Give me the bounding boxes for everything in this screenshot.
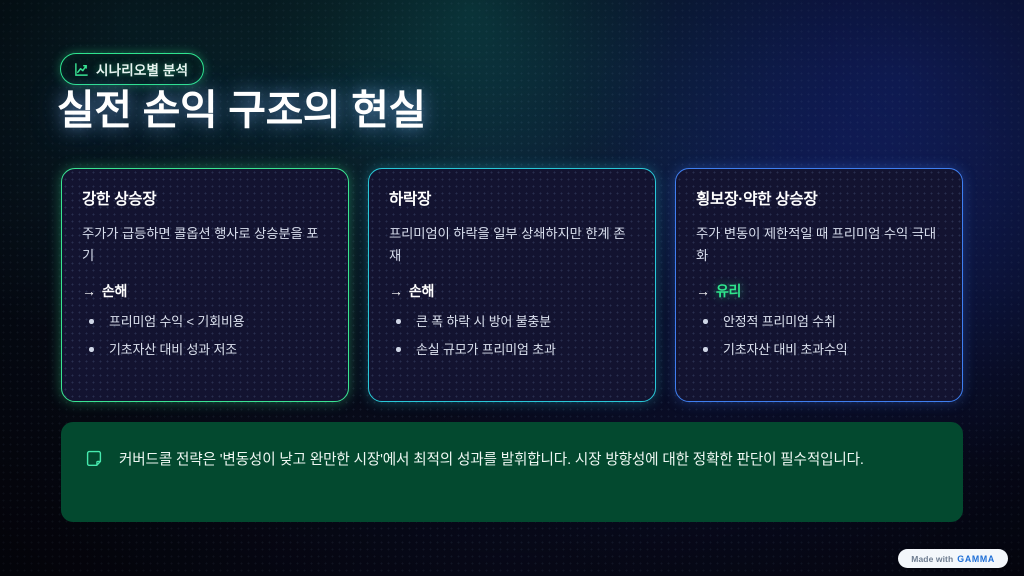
list-item: 손실 규모가 프리미엄 초과 [389, 340, 635, 359]
card-verdict-label: 손해 [408, 283, 435, 300]
card-verdict: → 손해 [389, 281, 635, 301]
list-item: 기초자산 대비 초과수익 [696, 340, 942, 359]
card-points: 프리미엄 수익 < 기회비용 기초자산 대비 성과 저조 [82, 312, 328, 360]
summary-banner-text: 커버드콜 전략은 '변동성이 낮고 완만한 시장'에서 최적의 성과를 발휘합니… [119, 452, 864, 468]
card-title: 횡보장·약한 상승장 [696, 191, 818, 208]
scenario-cards: 강한 상승장 주가가 급등하면 콜옵션 행사로 상승분을 포기 → 손해 프리미… [61, 168, 963, 402]
scenario-card-bull[interactable]: 강한 상승장 주가가 급등하면 콜옵션 행사로 상승분을 포기 → 손해 프리미… [61, 168, 349, 402]
card-verdict-label: 유리 [715, 283, 742, 300]
arrow-icon: → [696, 283, 710, 300]
scenario-card-sideways[interactable]: 횡보장·약한 상승장 주가 변동이 제한적일 때 프리미엄 수익 극대화 → 유… [675, 168, 963, 402]
summary-banner: 커버드콜 전략은 '변동성이 낮고 완만한 시장'에서 최적의 성과를 발휘합니… [61, 422, 963, 522]
card-points: 큰 폭 하락 시 방어 불충분 손실 규모가 프리미엄 초과 [389, 312, 635, 360]
page-title: 실전 손익 구조의 현실 [57, 87, 426, 133]
list-item: 큰 폭 하락 시 방어 불충분 [389, 312, 635, 331]
card-verdict-label: 손해 [101, 283, 128, 300]
arrow-icon: → [389, 283, 403, 300]
list-item: 프리미엄 수익 < 기회비용 [82, 312, 328, 331]
card-verdict: → 유리 [696, 281, 942, 301]
list-item: 기초자산 대비 성과 저조 [82, 340, 328, 359]
gamma-brand-label: GAMMA [957, 553, 995, 564]
card-title: 하락장 [389, 191, 432, 208]
made-with-gamma-badge[interactable]: Made with GAMMA [898, 549, 1008, 568]
note-icon [85, 450, 103, 473]
card-points: 안정적 프리미엄 수취 기초자산 대비 초과수익 [696, 312, 942, 360]
line-chart-icon [74, 62, 89, 77]
scenario-card-bear[interactable]: 하락장 프리미엄이 하락을 일부 상쇄하지만 한계 존재 → 손해 큰 폭 하락… [368, 168, 656, 402]
card-description: 주가가 급등하면 콜옵션 행사로 상승분을 포기 [82, 226, 319, 263]
card-title: 강한 상승장 [82, 191, 157, 208]
arrow-icon: → [82, 283, 96, 300]
card-description: 주가 변동이 제한적일 때 프리미엄 수익 극대화 [696, 226, 936, 263]
list-item: 안정적 프리미엄 수취 [696, 312, 942, 331]
card-description: 프리미엄이 하락을 일부 상쇄하지만 한계 존재 [389, 226, 626, 263]
section-badge: 시나리오별 분석 [60, 53, 205, 85]
section-badge-label: 시나리오별 분석 [96, 63, 189, 78]
made-with-label: Made with [911, 553, 954, 564]
card-verdict: → 손해 [82, 281, 328, 301]
